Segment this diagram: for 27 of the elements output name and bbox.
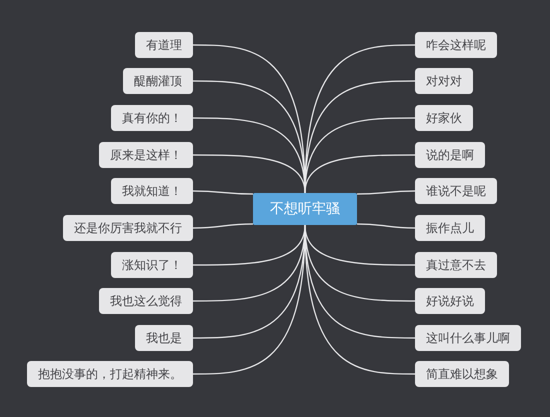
branch-topic: 好家伙 [415, 105, 473, 131]
branch-topic: 我也是 [135, 325, 193, 351]
branch-topic: 原来是这样！ [99, 142, 193, 168]
branch-topic: 说的是啊 [415, 142, 485, 168]
branch-topic: 咋会这样呢 [415, 32, 497, 58]
branch-topic: 涨知识了！ [111, 252, 193, 278]
branch-topic: 我也这么觉得 [99, 288, 193, 314]
branch-topic: 好说好说 [415, 288, 485, 314]
branch-topic: 这叫什么事儿啊 [415, 325, 521, 351]
branch-topic: 简直难以想象 [415, 361, 509, 387]
connector-line [357, 223, 415, 229]
branch-topic: 抱抱没事的，打起精神来。 [27, 361, 193, 387]
branch-topic: 对对对 [415, 68, 473, 94]
central-topic: 不想听牢骚 [253, 193, 357, 225]
branch-topic: 振作点儿 [415, 215, 485, 241]
connector-line [193, 190, 253, 195]
branch-topic: 真有你的！ [111, 105, 193, 131]
branch-topic: 还是你厉害我就不行 [63, 215, 193, 241]
connector-line [357, 190, 415, 195]
branch-topic: 有道理 [135, 32, 193, 58]
branch-topic: 谁说不是呢 [415, 178, 497, 204]
connector-line [304, 154, 415, 194]
connector-line [193, 223, 253, 229]
branch-topic: 醍醐灌顶 [123, 68, 193, 94]
branch-topic: 我就知道！ [111, 178, 193, 204]
connector-line [304, 224, 415, 375]
branch-topic: 真过意不去 [415, 252, 497, 278]
